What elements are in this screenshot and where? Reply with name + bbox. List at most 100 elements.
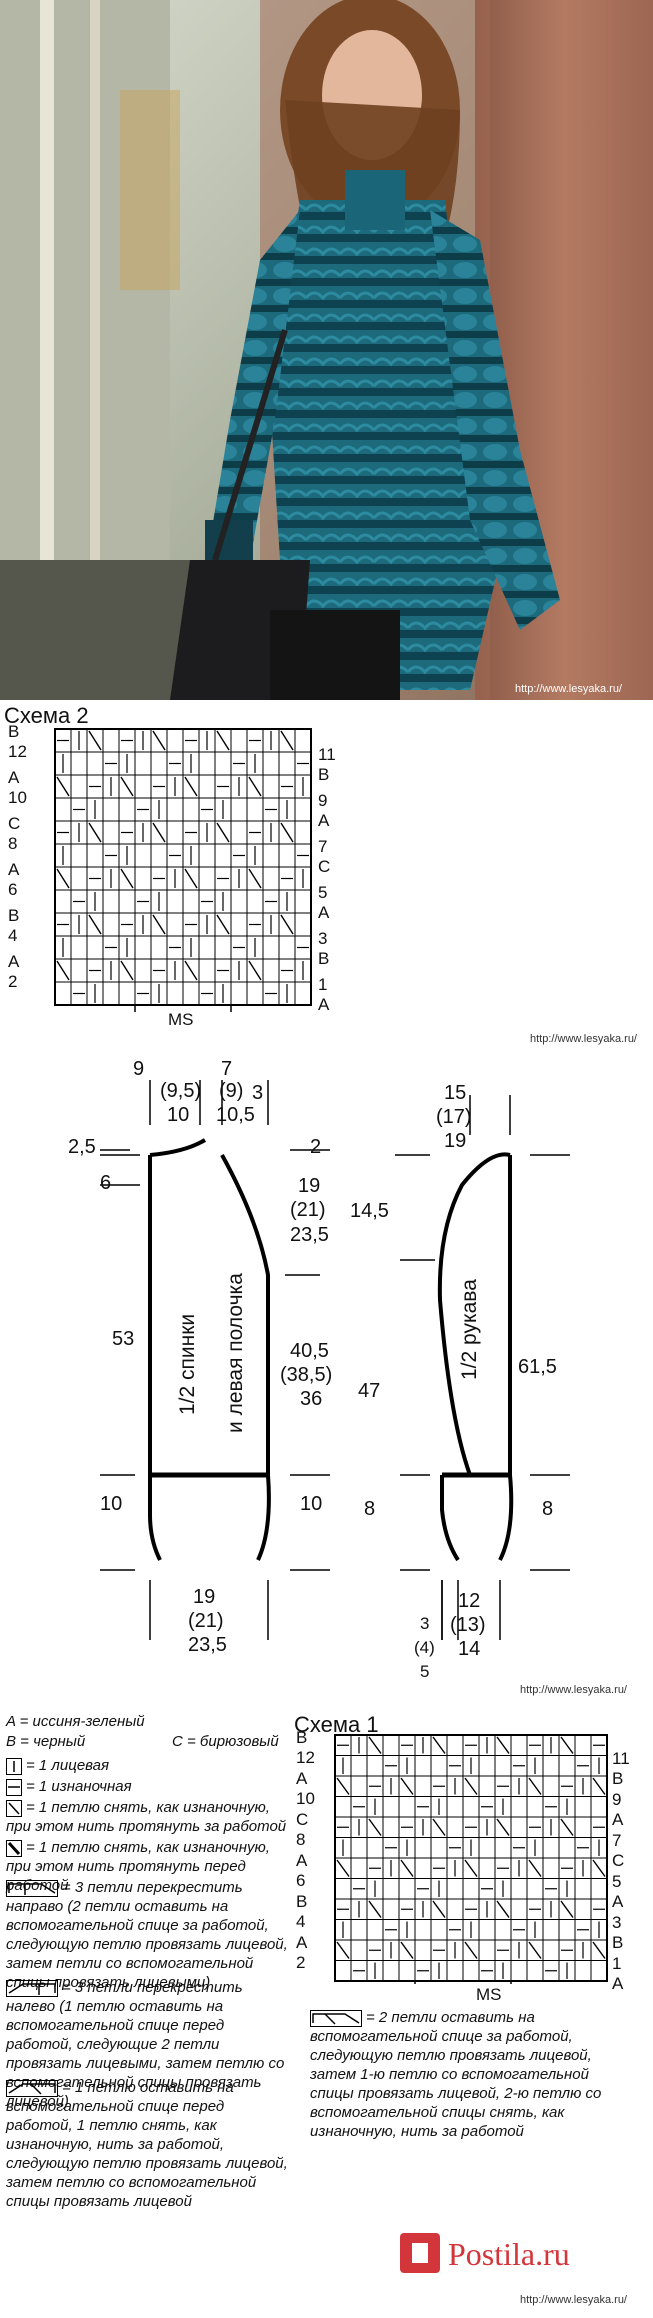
slip-back-symbol-icon	[6, 1799, 22, 1817]
schematic-lines	[100, 1080, 570, 1640]
watermark-1: http://www.lesyaka.ru/	[530, 1033, 637, 1045]
row-label-left: B 4	[296, 1892, 308, 1931]
body-label-a: 1/2 спинки	[176, 1313, 199, 1415]
postila-brand-text: Postila.ru	[448, 2236, 570, 2272]
row-label-left: A 2	[296, 1933, 307, 1972]
dim-bottom-a: 19	[193, 1586, 216, 1608]
dim-rib-right: 10	[300, 1493, 323, 1515]
sleeve-top-b: (17)	[436, 1106, 472, 1128]
row-label-right: 3 B	[318, 929, 330, 968]
legend-cross-left: = 3 петли перекрестить налево (1 петлю о…	[6, 1978, 288, 2111]
dim-length: 53	[112, 1328, 135, 1350]
legend-knit: = 1 лицевая	[6, 1756, 286, 1775]
purl-symbol-icon	[6, 1778, 22, 1796]
knit-symbol-icon	[6, 1757, 22, 1775]
dim-bottom-c: 23,5	[188, 1634, 227, 1656]
sleeve-cuff-left: 8	[364, 1498, 376, 1520]
row-label-right: 5 A	[612, 1871, 624, 1911]
row-label-left: A 10	[8, 768, 27, 807]
dim-neck: 6	[100, 1172, 112, 1194]
dim-side-c: 36	[300, 1388, 323, 1410]
row-label-right: 9 A	[612, 1789, 624, 1829]
scheme2-ms: MS	[168, 1010, 194, 1029]
watermark-2: http://www.lesyaka.ru/	[520, 1684, 627, 1696]
scheme1-ms: MS	[476, 1985, 502, 2004]
sleeve-bot-c: 14	[458, 1638, 481, 1660]
dim-armhole-c: 23,5	[290, 1224, 329, 1246]
legend-cross-left-text: = 3 петли перекрестить налево (1 петлю о…	[6, 1979, 285, 2110]
legend-slip-front: = 1 петлю снять, как изнаночную, при это…	[6, 1838, 288, 1895]
sleeve-top-a: 15	[444, 1082, 467, 1104]
dim-top-left-b: (9,5)	[160, 1080, 202, 1102]
cross-slip-symbol-icon	[6, 2079, 58, 2097]
dim-armhole-b: (21)	[290, 1199, 326, 1221]
sleeve-bot-s-c: 5	[420, 1662, 430, 1681]
row-label-left: C 8	[8, 814, 21, 853]
dim-side-b: (38,5)	[280, 1364, 333, 1386]
legend-cross-slip-text: = 1 петлю оставить на вспомогательной сп…	[6, 2079, 288, 2210]
row-label-left: B 12	[8, 722, 27, 761]
dim-rib: 10	[100, 1493, 123, 1515]
legend-purl: = 1 изнаночная	[6, 1777, 286, 1796]
sleeve-cap: 14,5	[350, 1200, 389, 1222]
legend-cross-slip: = 1 петлю оставить на вспомогательной сп…	[6, 2078, 288, 2211]
body-label-b: и левая полочка	[224, 1273, 247, 1433]
photo-illustration	[0, 0, 653, 700]
row-label-right: 9 A	[318, 791, 330, 830]
scheme2-title: Схема 2	[4, 703, 89, 728]
dim-top-mid-d: 3	[252, 1082, 264, 1104]
row-label-right: 11 B	[612, 1748, 630, 1788]
legend-purl-text: = 1 изнаночная	[26, 1778, 132, 1795]
scheme2-grid	[54, 728, 312, 1012]
postila-logo: Postila.ru	[400, 2233, 640, 2277]
row-label-right: 3 B	[612, 1912, 624, 1952]
slip-front-symbol-icon	[6, 1839, 22, 1857]
legend-slip-front-text: = 1 петлю снять, как изнаночную, при это…	[6, 1839, 270, 1894]
row-label-right: 5 A	[318, 883, 330, 922]
dim-top-mid-b: (9)	[219, 1080, 244, 1102]
sleeve-cuff-right: 8	[542, 1498, 554, 1520]
sleeve-bot-a: 12	[458, 1590, 481, 1612]
legend-cross-right: = 3 петли перекрестить направо (2 петли …	[6, 1878, 288, 1992]
dim-side-a: 40,5	[290, 1340, 329, 1362]
legend-cross-slip-2: = 2 петли оставить на вспомогательной сп…	[310, 2008, 630, 2141]
legend-knit-text: = 1 лицевая	[26, 1757, 110, 1774]
color-c: C = бирюзовый	[172, 1733, 279, 1750]
sleeve-bot-b: (13)	[450, 1614, 486, 1636]
photo-watermark: http://www.lesyaka.ru/	[515, 683, 622, 695]
color-b: B = черный	[6, 1733, 86, 1750]
row-label-right: 7 C	[318, 837, 331, 876]
dim-top-mid-c: 10,5	[216, 1104, 255, 1126]
postila-logo-icon: Postila.ru	[400, 2233, 570, 2273]
row-label-right: 1 A	[612, 1953, 624, 1993]
sleeve-len-left: 47	[358, 1380, 381, 1402]
row-label-left: B 4	[8, 906, 20, 945]
sweater-photo: http://www.lesyaka.ru/	[0, 0, 653, 700]
watermark-3: http://www.lesyaka.ru/	[520, 2294, 627, 2306]
row-label-left: B 12	[296, 1728, 315, 1767]
row-label-right: 7 C	[612, 1830, 625, 1870]
sleeve-label: 1/2 рукава	[458, 1279, 481, 1380]
scheme1-grid	[334, 1734, 608, 1984]
legend-cross-right-text: = 3 петли перекрестить направо (2 петли …	[6, 1879, 288, 1991]
legend-cross-slip-2-text: = 2 петли оставить на вспомогательной сп…	[310, 2009, 602, 2140]
row-label-left: A 6	[296, 1851, 307, 1890]
row-label-left: C 8	[296, 1810, 309, 1849]
cross-right-symbol-icon	[6, 1879, 58, 1897]
legend-slip-back-text: = 1 петлю снять, как изнаночную, при это…	[6, 1799, 287, 1835]
sleeve-bot-s-b: (4)	[414, 1638, 435, 1657]
row-label-left: A 2	[8, 952, 19, 991]
dim-shoulder: 2,5	[68, 1136, 96, 1158]
dim-top-left-c: 10	[167, 1104, 190, 1126]
sleeve-top-c: 19	[444, 1130, 467, 1152]
dim-armhole-a: 19	[298, 1175, 321, 1197]
color-a: A = иссиня-зеленый	[6, 1713, 145, 1730]
sleeve-bot-s-a: 3	[420, 1614, 430, 1633]
dim-bottom-b: (21)	[188, 1610, 224, 1632]
dim-top-mid-a: 7	[221, 1058, 233, 1080]
row-label-left: A 10	[296, 1769, 315, 1808]
row-label-right: 11 B	[318, 745, 336, 784]
row-label-left: A 6	[8, 860, 19, 899]
sleeve-len-right: 61,5	[518, 1356, 557, 1378]
row-label-right: 1 A	[318, 975, 330, 1014]
